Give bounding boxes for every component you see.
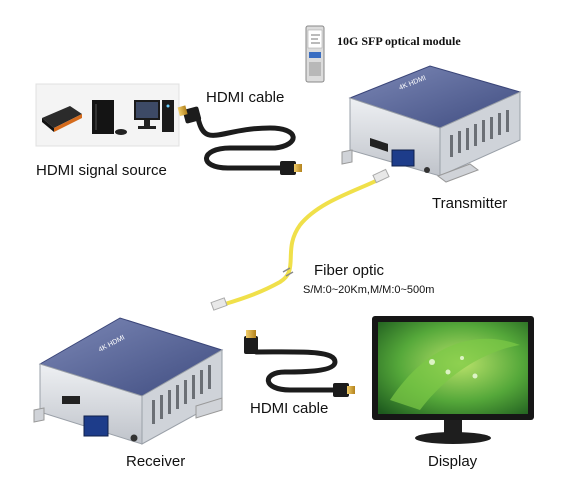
transmitter-label: Transmitter <box>432 195 508 212</box>
hdmi-cable-bottom <box>244 330 355 397</box>
transmitter-device: 4K HDMI <box>341 65 522 183</box>
fiber-optic-label: Fiber optic <box>314 262 385 279</box>
signal-source-label: HDMI signal source <box>36 162 167 179</box>
receiver-device: 4K HDMI <box>33 317 224 445</box>
receiver-label: Receiver <box>126 453 186 470</box>
game-console-illustration <box>92 100 127 135</box>
fiber-optic-cable <box>210 168 390 311</box>
hdmi-cable-top-label: HDMI cable <box>206 89 285 106</box>
receiver-vents <box>152 365 211 424</box>
sfp-module-illustration <box>305 25 325 83</box>
transmitter-vents <box>450 110 509 157</box>
fiber-spec-label: S/M:0~20Km,M/M:0~500m <box>303 284 435 296</box>
display-monitor <box>372 316 534 444</box>
hdmi-cable-bottom-label: HDMI cable <box>250 400 329 417</box>
hdmi-cable-top <box>177 105 302 175</box>
desktop-pc-illustration <box>134 100 174 132</box>
display-label: Display <box>428 453 478 470</box>
set-top-box-illustration <box>42 106 82 132</box>
sfp-module-label: 10G SFP optical module <box>337 34 461 48</box>
